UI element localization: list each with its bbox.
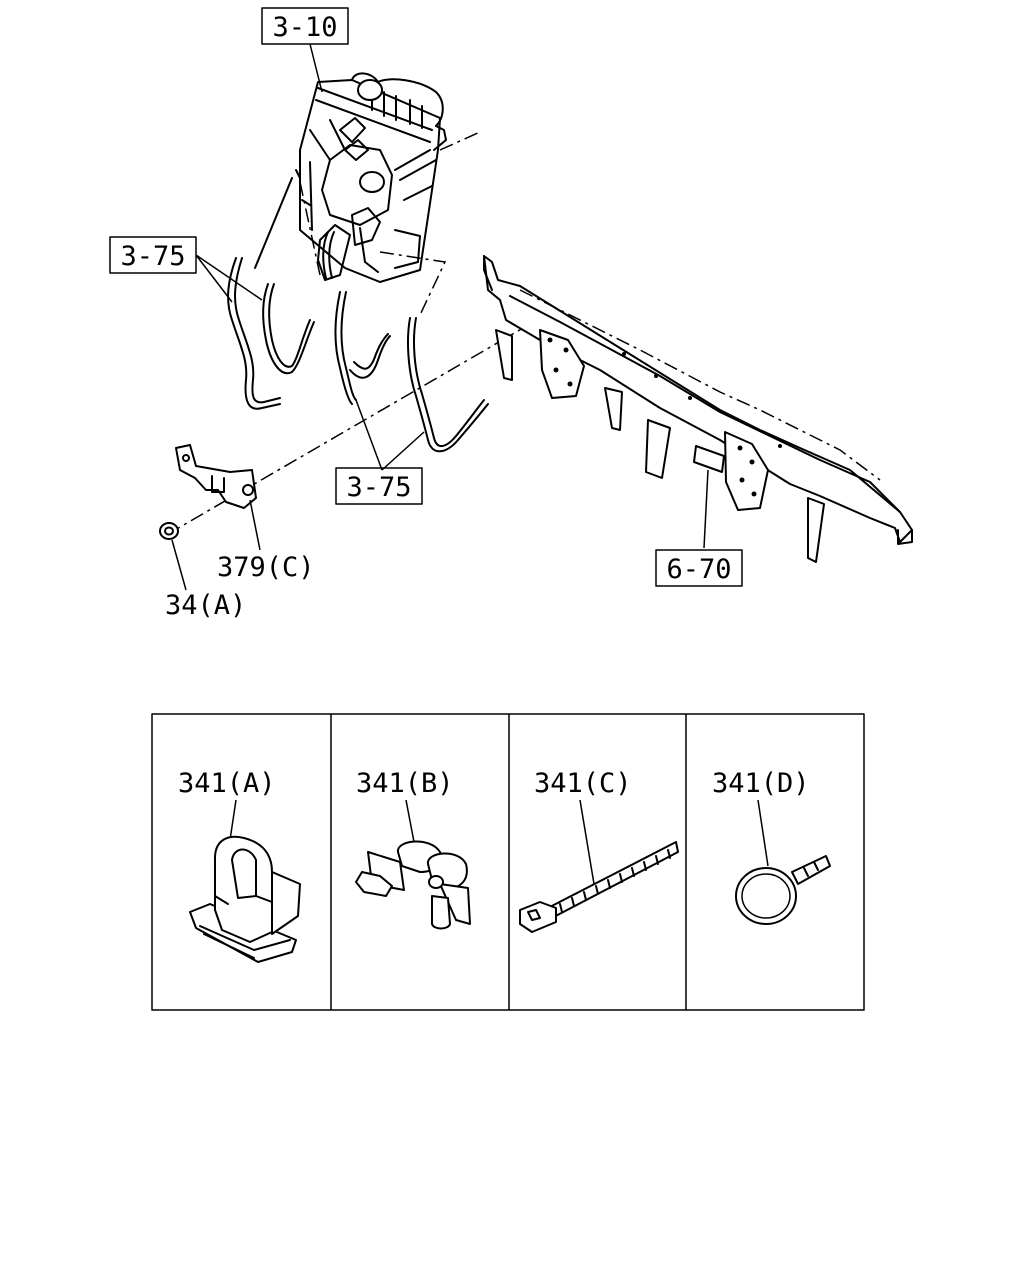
crossmember-6-70: [483, 255, 913, 563]
callout-label-379c: 379(C): [217, 552, 315, 583]
clip-label-a: 341(A): [178, 768, 276, 799]
clip-cell-c: 341(C): [519, 768, 679, 933]
push-clip-icon: [189, 835, 301, 963]
callout-label-34a: 34(A): [165, 590, 246, 621]
guide-lines: [174, 181, 531, 531]
cable-tie-icon: [519, 841, 679, 933]
callout-3-10: 3-10: [261, 7, 349, 45]
callout-label-3-10: 3-10: [272, 12, 337, 43]
band-clamp-icon: [735, 855, 831, 925]
clip-table: 341(A) 341(B): [151, 713, 865, 1011]
clip-cell-b: 341(B): [355, 768, 471, 930]
clip-label-c: 341(C): [534, 768, 632, 799]
leader-lines: [171, 43, 709, 591]
callout-6-70: 6-70: [655, 549, 743, 587]
clip-label-d: 341(D): [712, 768, 810, 799]
bracket-379c: [175, 444, 257, 509]
clip-cell-a: 341(A): [178, 768, 301, 963]
callout-3-75-upper: 3-75: [109, 236, 197, 274]
double-clip-icon: [355, 840, 471, 930]
callout-3-75-lower: 3-75: [335, 467, 423, 505]
clip-label-b: 341(B): [356, 768, 454, 799]
brake-pipes: [227, 231, 489, 453]
brake-pedal-assembly: [254, 72, 481, 283]
nut-34a: [159, 522, 179, 540]
clip-cell-d: 341(D): [712, 768, 831, 925]
callout-label-6-70: 6-70: [666, 554, 731, 585]
callout-label-3-75-upper: 3-75: [120, 241, 185, 272]
callout-label-3-75-lower: 3-75: [346, 472, 411, 503]
